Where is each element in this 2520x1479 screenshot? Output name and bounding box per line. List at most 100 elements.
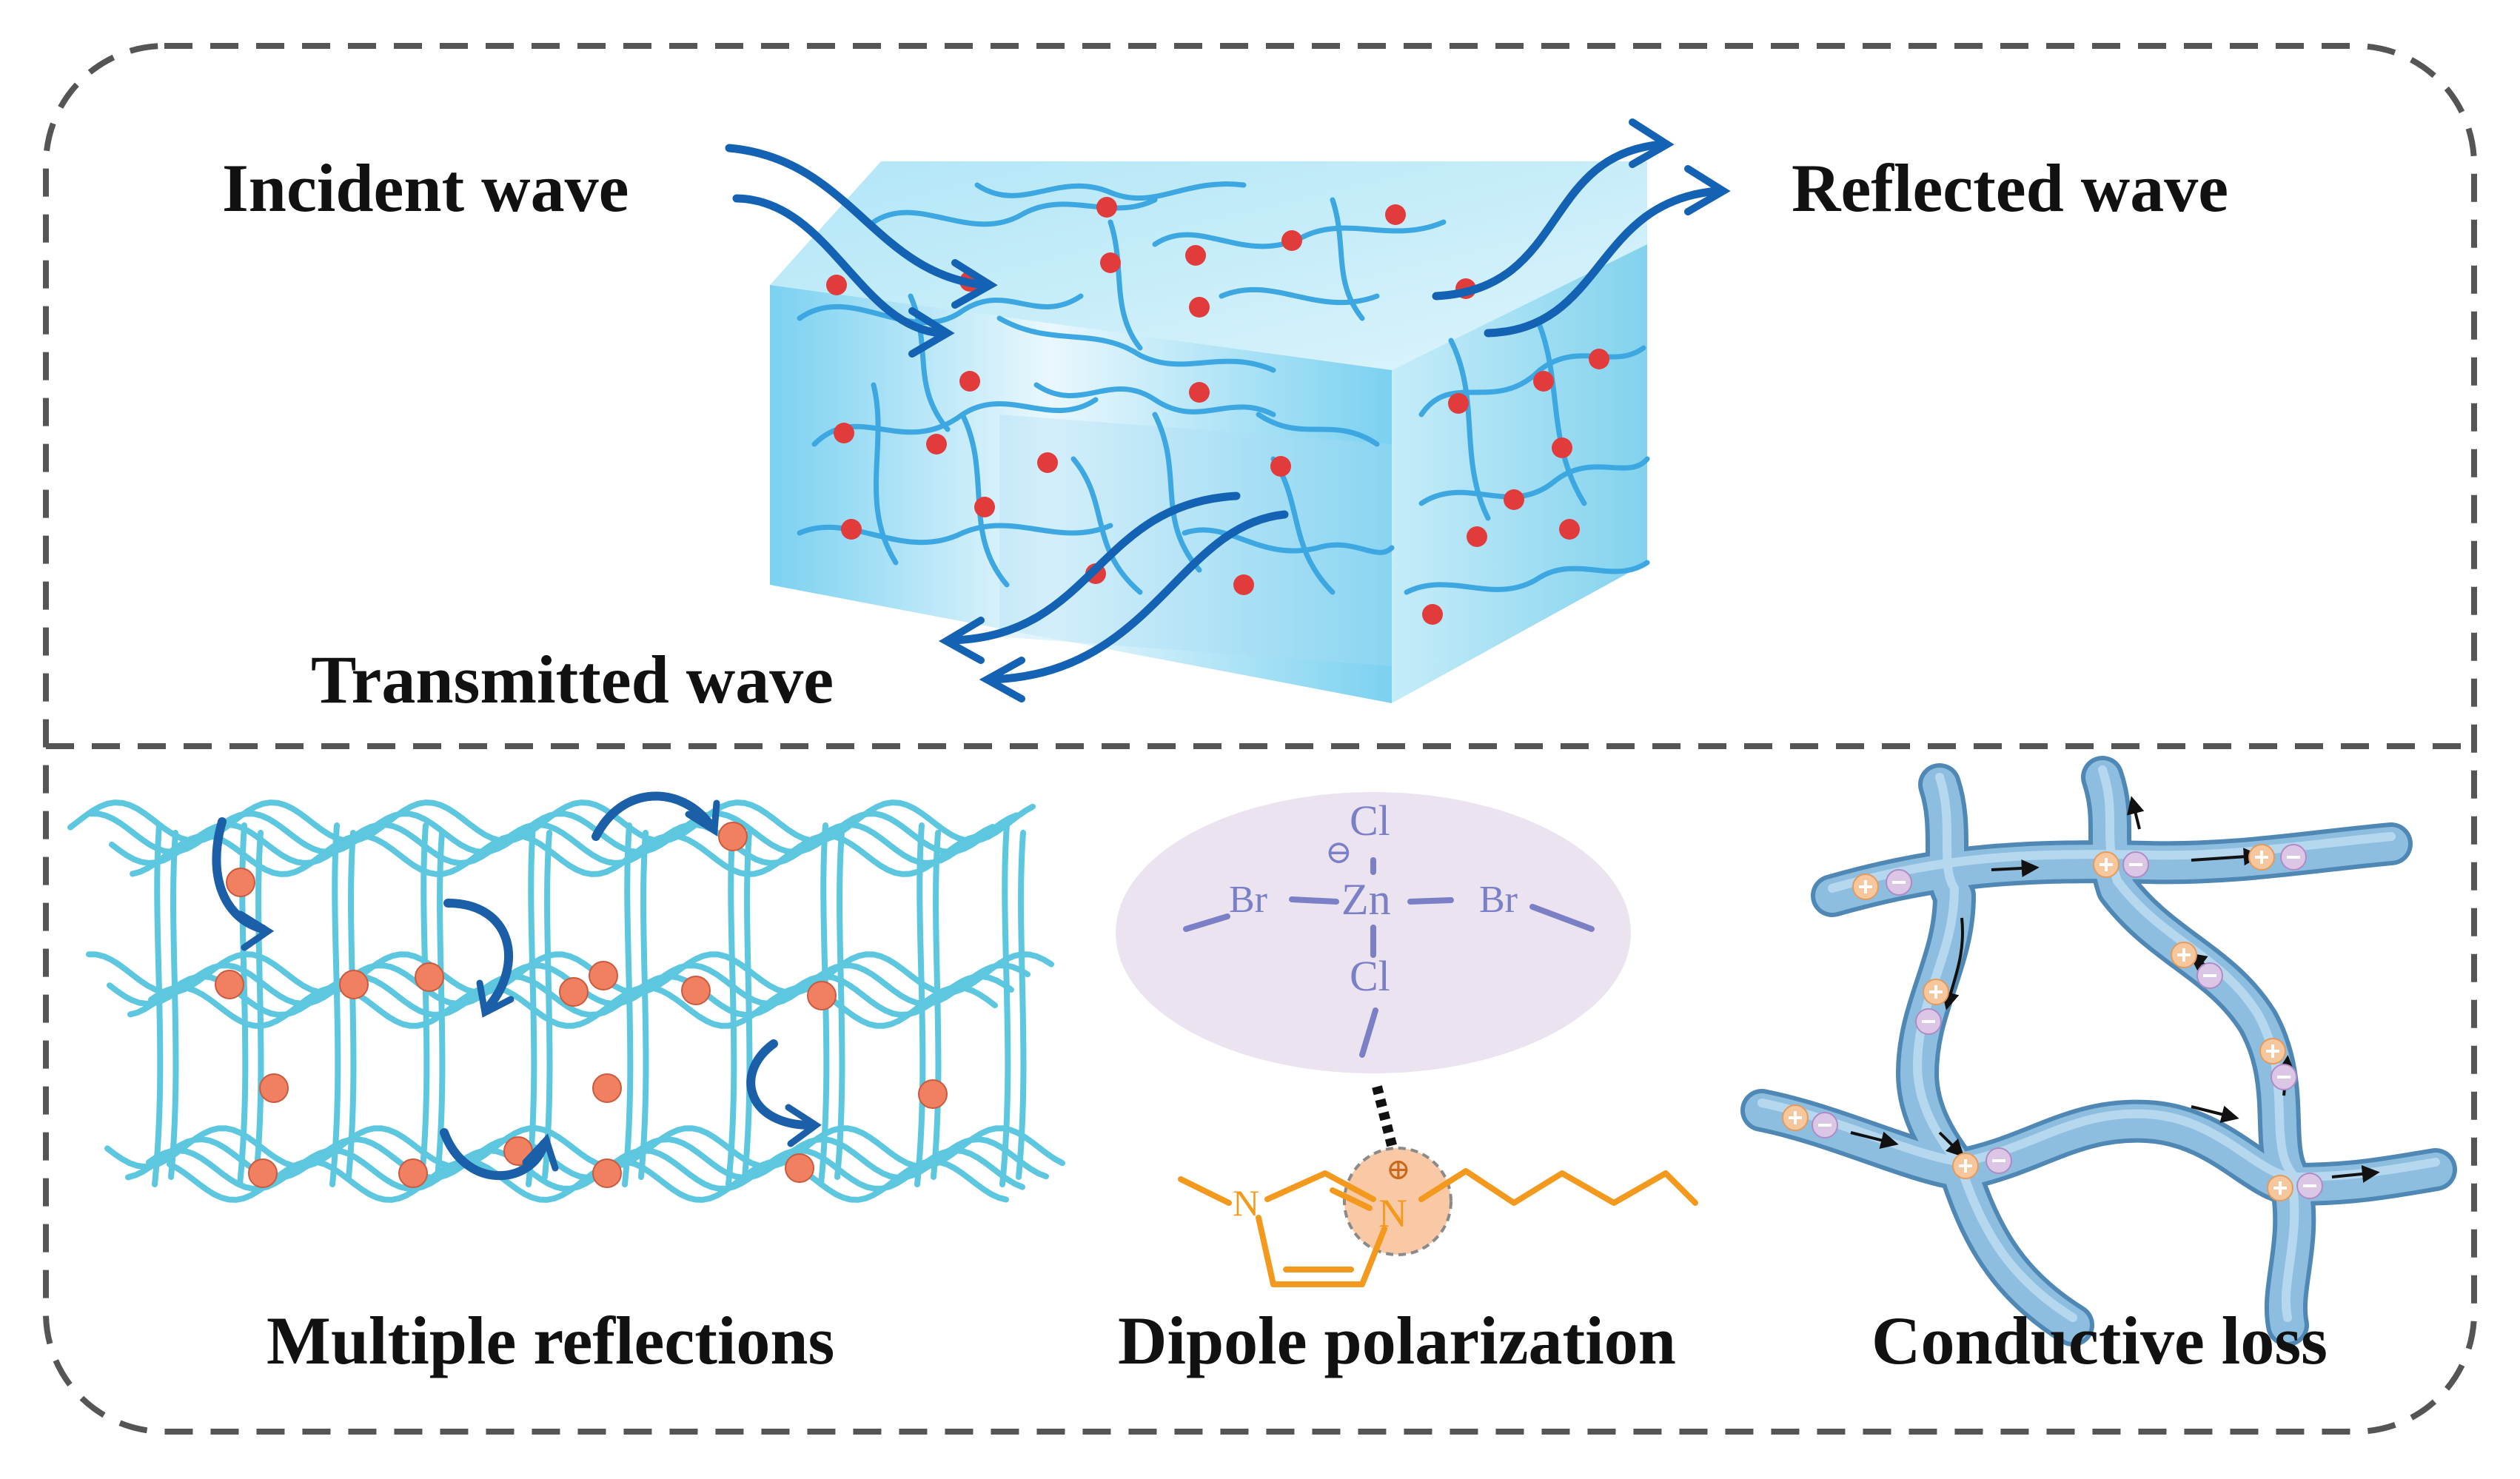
ion-dot-6 bbox=[1385, 204, 1406, 225]
mesh-strut-9 bbox=[914, 822, 926, 1187]
ion-dot-11 bbox=[1037, 452, 1058, 473]
ion-dot-17 bbox=[1533, 371, 1554, 392]
reflection-sphere-8 bbox=[807, 981, 837, 1010]
mesh-strut-b-9 bbox=[931, 830, 942, 1180]
reflection-sphere-4 bbox=[415, 962, 444, 992]
polymer-strand-16 bbox=[1418, 345, 1646, 417]
ion-dot-21 bbox=[1559, 519, 1580, 540]
negative-charge-6 bbox=[2280, 844, 2307, 871]
mesh-strut-b-8 bbox=[834, 830, 845, 1180]
reflection-sphere-11 bbox=[918, 1079, 948, 1109]
mesh-strut-6 bbox=[622, 822, 634, 1187]
hydrogel-block bbox=[770, 161, 1650, 703]
reflected-wave-label: Reflected wave bbox=[1792, 150, 2229, 226]
mesh-strut-3 bbox=[329, 822, 341, 1187]
positive-charge-17 bbox=[2267, 1175, 2293, 1201]
mesh-strut-b-7 bbox=[742, 830, 753, 1180]
ion-dot-18 bbox=[1552, 437, 1572, 458]
dipole-polarization-structure bbox=[1116, 792, 1698, 1287]
reflected-wave-arrow-1 bbox=[1432, 140, 1666, 301]
ion-dot-10 bbox=[926, 434, 947, 455]
polymer-strands bbox=[797, 181, 1650, 595]
curl-arrow-5 bbox=[440, 1128, 549, 1181]
anion-charge-symbol: ⊖ bbox=[1325, 834, 1353, 871]
negative-charge-8 bbox=[1915, 1008, 1942, 1035]
charge-flow-arrow-3 bbox=[1942, 917, 1964, 1010]
polymer-strand-10 bbox=[1070, 456, 1143, 595]
wave-arrows bbox=[725, 118, 1731, 702]
reflection-sphere-13 bbox=[398, 1158, 428, 1188]
mesh-wire-5 bbox=[86, 951, 1054, 996]
transmitted-wave-arrow-2-head bbox=[979, 657, 1025, 702]
outer-dashed-border bbox=[43, 43, 2477, 1435]
polymer-strand-19 bbox=[1537, 323, 1587, 506]
conductive-tube-4 bbox=[1745, 1093, 2453, 1201]
conductive-tube-highlight-6 bbox=[2281, 1173, 2299, 1322]
positive-charge-1 bbox=[1852, 873, 1879, 900]
ion-dot-12 bbox=[974, 497, 995, 517]
conductive-loss-network bbox=[1740, 756, 2457, 1346]
ion-dot-27 bbox=[1189, 297, 1210, 318]
reflection-sphere-12 bbox=[248, 1158, 278, 1188]
mesh-strut-5 bbox=[526, 822, 537, 1187]
ion-dot-25 bbox=[1589, 349, 1609, 369]
zinc-label: Zn bbox=[1341, 875, 1391, 924]
negative-charge-12 bbox=[2271, 1064, 2297, 1090]
reflection-sphere-5 bbox=[559, 977, 589, 1007]
ion-dot-13 bbox=[841, 519, 862, 540]
mesh-strut-b-1 bbox=[168, 830, 179, 1180]
negative-charge-16 bbox=[1985, 1147, 2012, 1174]
polymer-strand-22 bbox=[1107, 219, 1143, 351]
ion-dot-14 bbox=[1189, 382, 1210, 403]
reflection-sphere-2 bbox=[215, 970, 244, 999]
polymer-strand-12 bbox=[1256, 412, 1380, 447]
chlorine-top-label: Cl bbox=[1350, 796, 1390, 845]
ion-dot-15 bbox=[1270, 456, 1291, 477]
curl-arrow-4 bbox=[746, 1039, 815, 1130]
nitrogen-left-label: N bbox=[1233, 1182, 1260, 1224]
charge-flow-arrow-5 bbox=[1850, 1131, 1899, 1149]
polymer-strand-5 bbox=[1219, 286, 1380, 306]
ion-dot-24 bbox=[1233, 574, 1254, 595]
mesh-strut-b-5 bbox=[542, 830, 553, 1180]
curl-arrow-2 bbox=[592, 791, 715, 841]
positive-charge-7 bbox=[1923, 979, 1949, 1005]
polymer-strand-23 bbox=[1330, 197, 1365, 321]
polymer-strand-11 bbox=[1152, 412, 1202, 573]
positive-charge-15 bbox=[1952, 1153, 1979, 1179]
reflection-sphere-1 bbox=[226, 868, 255, 897]
ionic-interaction-line bbox=[1372, 1085, 1398, 1153]
ion-dot-9 bbox=[834, 423, 854, 443]
negative-charge-10 bbox=[2196, 962, 2223, 989]
imidazolium-ring bbox=[1178, 1168, 1698, 1287]
incident-wave-arrow-2-head bbox=[908, 307, 955, 358]
transmitted-wave-arrow-1 bbox=[947, 492, 1241, 645]
polymer-strand-3 bbox=[974, 181, 1247, 201]
charge-flow-arrow-2 bbox=[2191, 848, 2262, 866]
ion-dot-3 bbox=[1096, 197, 1117, 218]
curl-arrow-4-head bbox=[785, 1104, 822, 1147]
conductive-tube-highlight-2 bbox=[1913, 773, 1966, 1174]
reflection-sphere-6 bbox=[589, 961, 618, 990]
reflection-sphere-9 bbox=[259, 1073, 289, 1103]
bromine-left-label: Br bbox=[1229, 879, 1267, 921]
polymer-strand-7 bbox=[871, 382, 899, 566]
incident-wave-arrow-1-head bbox=[951, 259, 998, 309]
ion-dot-7 bbox=[1100, 252, 1121, 273]
mesh-wire-12 bbox=[167, 1158, 1009, 1203]
mesh-strut-b-6 bbox=[638, 830, 649, 1180]
incident-wave-arrow-2 bbox=[732, 194, 945, 338]
ion-dot-19 bbox=[1504, 489, 1524, 510]
conductive-loss-label: Conductive loss bbox=[1871, 1303, 2328, 1378]
reflected-wave-arrow-1-head bbox=[1629, 118, 1675, 168]
mesh-strut-4 bbox=[418, 822, 430, 1187]
nitrogen-right-label: N bbox=[1378, 1191, 1407, 1235]
negative-charge-18 bbox=[2296, 1173, 2323, 1199]
negative-charge-2 bbox=[1886, 869, 1912, 896]
mesh-strut-b-2 bbox=[253, 830, 264, 1180]
mesh-wire-9 bbox=[104, 1125, 1065, 1170]
polymer-strand-20 bbox=[1404, 560, 1650, 595]
reflection-curl-arrows bbox=[212, 791, 822, 1181]
curl-arrow-1-head bbox=[237, 910, 275, 951]
polymer-strand-14 bbox=[1182, 527, 1395, 555]
